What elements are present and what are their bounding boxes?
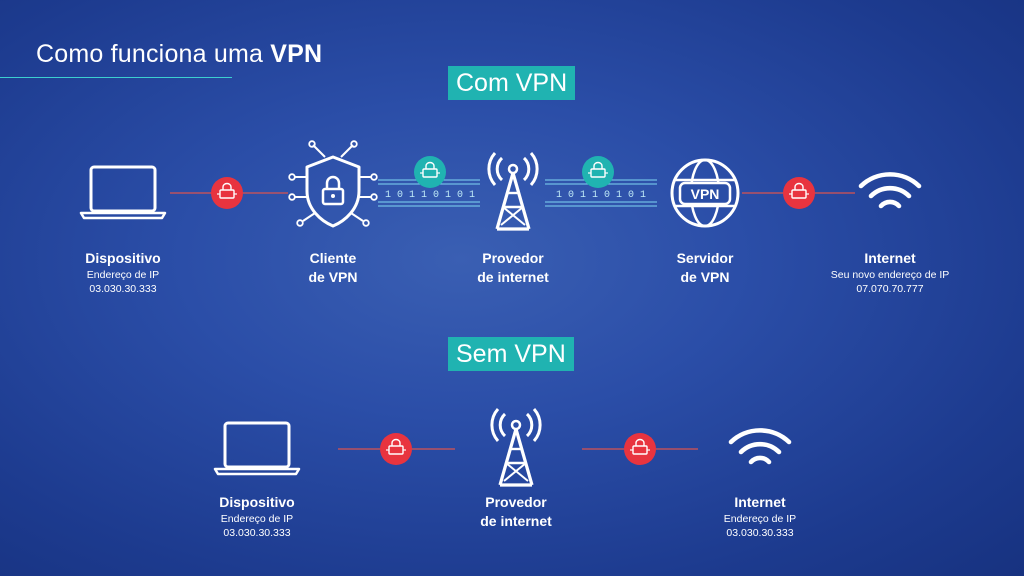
without-vpn-row: [213, 407, 789, 487]
data-packet-icon: [624, 433, 656, 465]
isp-name-line2: de internet: [477, 269, 549, 285]
page-title: Como funciona uma VPN: [36, 40, 322, 69]
with-vpn-badge: Com VPN: [448, 66, 576, 100]
shield-lock-icon: [288, 140, 378, 228]
internet-name: Internet: [864, 250, 916, 266]
data-packet-icon: [414, 156, 446, 188]
device-ip: 03.030.30.333: [89, 283, 157, 295]
device-label: Dispositivo Endereço de IP 03.030.30.333: [85, 249, 160, 296]
laptop-icon: [79, 165, 167, 220]
data-packet-icon: [582, 156, 614, 188]
vpn-globe-icon: VPN: [670, 158, 740, 228]
laptop-icon: [213, 421, 301, 476]
internet-ip: 07.070.70.777: [856, 283, 924, 295]
internet-ip: 03.030.30.333: [726, 527, 794, 539]
internet-label: Internet Endereço de IP 03.030.30.333: [724, 493, 796, 540]
data-packet-icon: [783, 177, 815, 209]
wifi-icon: [731, 430, 789, 462]
vpn-server-label: Servidor de VPN: [677, 249, 734, 287]
device-ip: 03.030.30.333: [223, 527, 291, 539]
device-label: Dispositivo Endereço de IP 03.030.30.333: [219, 493, 294, 540]
internet-ip-caption: Seu novo endereço de IP: [830, 269, 950, 281]
tunnel-bits: 1 0 1 1 0 1 0 1: [385, 190, 475, 201]
isp-label: Provedor de internet: [480, 493, 552, 531]
internet-label: Internet Seu novo endereço de IP 07.070.…: [831, 249, 950, 296]
title-bold: VPN: [270, 40, 323, 68]
internet-name: Internet: [734, 494, 786, 510]
vpn-server-name-line2: de VPN: [680, 269, 730, 285]
with-vpn-row: 1 0 1 1 0 1 0 1 1 0 1 1 0 1 0 1: [79, 140, 919, 231]
vpn-client-name-line2: de VPN: [308, 269, 358, 285]
wifi-icon: [861, 174, 919, 206]
device-ip-caption: Endereço de IP: [220, 513, 294, 525]
tunnel-bits: 1 0 1 1 0 1 0 1: [556, 190, 646, 201]
without-vpn-badge: Sem VPN: [448, 337, 574, 371]
title-underline: [0, 77, 232, 78]
isp-name-line1: Provedor: [485, 494, 547, 510]
antenna-tower-icon: [487, 151, 539, 231]
data-packet-icon: [211, 177, 243, 209]
title-prefix: Como funciona uma: [36, 40, 271, 68]
vpn-icon-text: VPN: [691, 186, 720, 202]
vpn-client-name-line1: Cliente: [309, 250, 357, 266]
device-name: Dispositivo: [85, 250, 161, 266]
antenna-tower-icon: [490, 407, 542, 487]
vpn-client-label: Cliente de VPN: [308, 249, 357, 287]
vpn-server-name-line1: Servidor: [676, 250, 734, 266]
internet-ip-caption: Endereço de IP: [723, 513, 797, 525]
data-packet-icon: [380, 433, 412, 465]
isp-name-line1: Provedor: [482, 250, 544, 266]
device-name: Dispositivo: [219, 494, 295, 510]
device-ip-caption: Endereço de IP: [86, 269, 160, 281]
isp-label: Provedor de internet: [477, 249, 549, 287]
isp-name-line2: de internet: [480, 513, 552, 529]
